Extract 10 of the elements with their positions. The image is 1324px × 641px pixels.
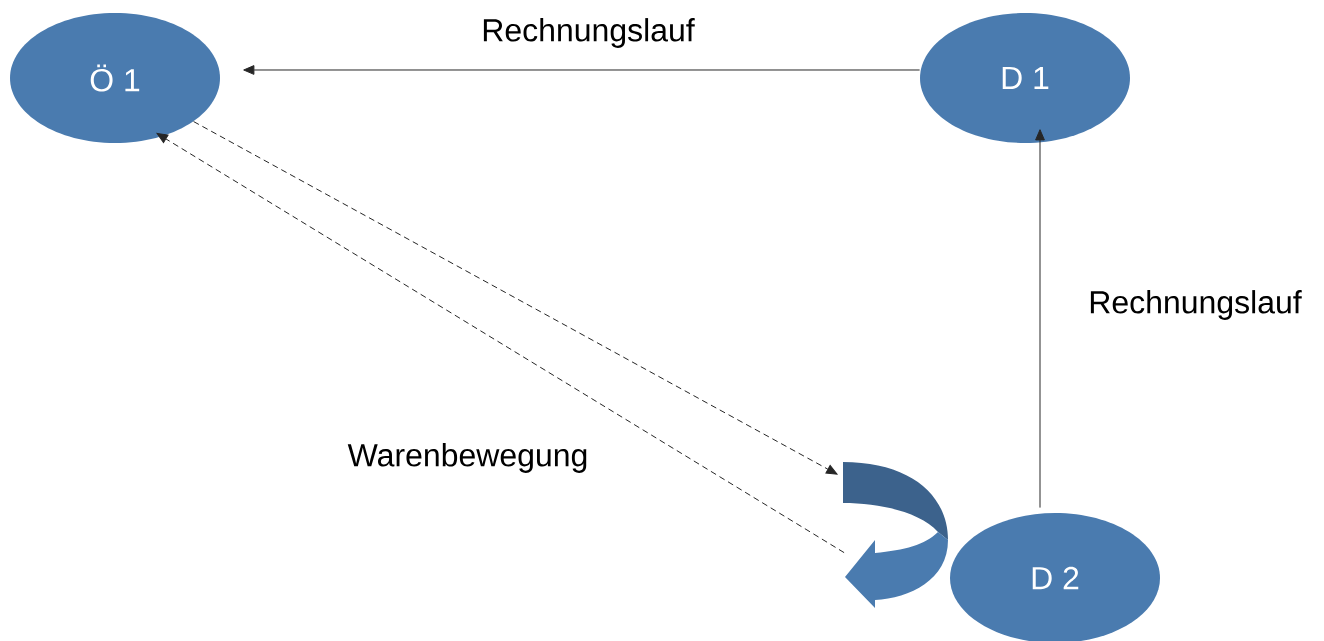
ellipse-node: Ö 1 (10, 13, 220, 143)
text-label: Warenbewegung (347, 443, 587, 473)
ellipse-node: D 1 (920, 13, 1130, 143)
arrow (243, 65, 921, 75)
arrow (193, 121, 838, 475)
arrow (1035, 129, 1045, 509)
arrow (156, 133, 845, 554)
edge-label: Rechnungslauf (1086, 288, 1304, 322)
curved-arrow (843, 462, 948, 608)
edge-label: Rechnungslauf (479, 16, 697, 50)
